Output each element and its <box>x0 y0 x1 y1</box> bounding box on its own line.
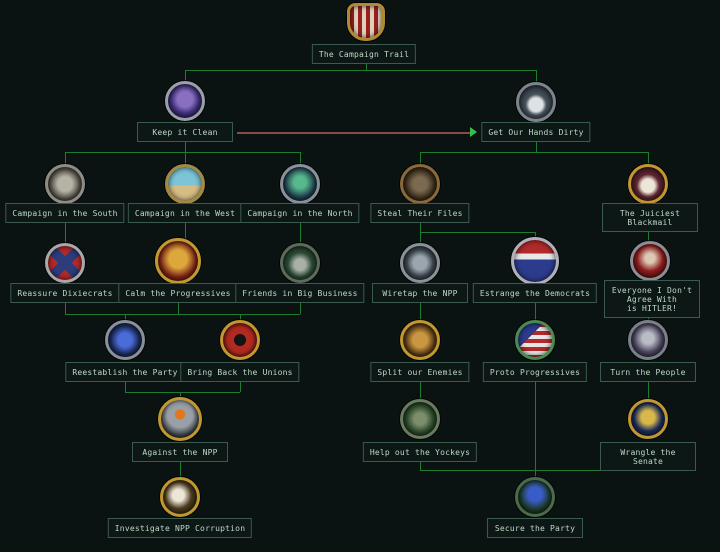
purple-robe-icon[interactable] <box>165 81 205 121</box>
prerequisite-connector-line <box>65 222 66 243</box>
prerequisite-connector-line <box>536 141 537 152</box>
focus-label-everyone_i_dont_agree_with_is_hitler[interactable]: Everyone I Don't Agree With is HITLER! <box>604 280 700 318</box>
crowd-icon[interactable] <box>628 320 668 360</box>
flag-fist-icon[interactable] <box>515 320 555 360</box>
focus-label-proto_progressives[interactable]: Proto Progressives <box>482 362 588 382</box>
prerequisite-connector-line <box>420 381 421 399</box>
prerequisite-connector-line <box>420 152 648 153</box>
focus-label-estrange_the_democrats[interactable]: Estrange the Democrats <box>472 283 598 303</box>
prerequisite-connector-line <box>420 470 648 471</box>
prerequisite-connector-line <box>125 314 126 320</box>
cracked-cookie-icon[interactable] <box>400 320 440 360</box>
focus-label-split_our_enemies[interactable]: Split our Enemies <box>370 362 470 382</box>
prerequisite-connector-line <box>420 232 535 233</box>
prerequisite-connector-line <box>65 314 300 315</box>
masked-face-icon[interactable] <box>516 82 556 122</box>
focus-label-wrangle_the_senate[interactable]: Wrangle the Senate <box>600 442 696 471</box>
prerequisite-connector-line <box>185 70 536 71</box>
prerequisite-connector-line <box>535 232 536 238</box>
prerequisite-connector-line <box>648 152 649 164</box>
prerequisite-connector-line <box>420 232 421 243</box>
prerequisite-connector-line <box>125 392 240 393</box>
prerequisite-connector-line <box>65 302 66 314</box>
handshake-icon[interactable] <box>280 243 320 283</box>
prerequisite-connector-line <box>535 381 536 470</box>
prerequisite-connector-line <box>535 302 536 320</box>
focus-label-the_juiciest_blackmail[interactable]: The Juiciest Blackmail <box>602 203 698 232</box>
focus-label-campaign_in_the_south[interactable]: Campaign in the South <box>5 203 125 223</box>
prerequisite-connector-line <box>178 302 179 314</box>
focus-label-investigate_npp_corruption[interactable]: Investigate NPP Corruption <box>107 518 253 538</box>
beach-palm-icon[interactable] <box>165 164 205 204</box>
green-figure-icon[interactable] <box>400 399 440 439</box>
focus-label-keep_it_clean[interactable]: Keep it Clean <box>137 122 233 142</box>
exclusive-connector-line <box>237 132 470 134</box>
black-cat-icon[interactable] <box>220 320 260 360</box>
prerequisite-connector-line <box>536 70 537 82</box>
focus-label-calm_the_progressives[interactable]: Calm the Progressives <box>118 283 238 303</box>
focus-label-reestablish_the_party[interactable]: Reestablish the Party <box>65 362 185 382</box>
focus-label-against_the_npp[interactable]: Against the NPP <box>132 442 228 462</box>
angry-orator-icon[interactable] <box>630 241 670 281</box>
focus-label-bring_back_the_unions[interactable]: Bring Back the Unions <box>180 362 300 382</box>
prerequisite-connector-line <box>300 152 301 164</box>
prerequisite-connector-line <box>185 141 186 152</box>
prerequisite-connector-line <box>240 314 241 320</box>
prerequisite-connector-line <box>535 470 536 477</box>
prerequisite-connector-line <box>420 461 421 470</box>
focus-label-reassure_dixiecrats[interactable]: Reassure Dixiecrats <box>10 283 120 303</box>
focus-label-turn_the_people[interactable]: Turn the People <box>600 362 696 382</box>
magnifying-glass-icon[interactable] <box>160 477 200 517</box>
focus-label-campaign_in_the_north[interactable]: Campaign in the North <box>240 203 360 223</box>
prerequisite-connector-line <box>125 381 126 392</box>
prerequisite-connector-line <box>648 381 649 399</box>
prerequisite-connector-line <box>420 302 421 320</box>
prerequisite-connector-line <box>185 152 186 164</box>
prerequisite-connector-line <box>185 222 186 241</box>
prerequisite-connector-line <box>300 222 301 243</box>
convention-badge-icon[interactable] <box>511 237 559 285</box>
focus-label-steal_their_files[interactable]: Steal Their Files <box>370 203 470 223</box>
striped-shield-icon[interactable] <box>347 3 385 41</box>
prerequisite-connector-line <box>65 152 300 153</box>
prerequisite-connector-line <box>366 62 367 70</box>
prerequisite-connector-line <box>300 302 301 314</box>
focus-label-wiretap_the_npp[interactable]: Wiretap the NPP <box>372 283 468 303</box>
focus-label-secure_the_party[interactable]: Secure the Party <box>487 518 583 538</box>
blue-donkey-icon[interactable] <box>105 320 145 360</box>
prerequisite-connector-line <box>185 70 186 81</box>
prerequisite-connector-line <box>240 381 241 392</box>
blue-flag-icon[interactable] <box>515 477 555 517</box>
focus-label-the_campaign_trail[interactable]: The Campaign Trail <box>311 44 417 64</box>
golden-moose-icon[interactable] <box>155 238 201 284</box>
prerequisite-connector-line <box>180 392 181 398</box>
wheat-wreath-icon[interactable] <box>45 164 85 204</box>
knight-plume-icon[interactable] <box>158 397 202 441</box>
envelope-icon[interactable] <box>628 164 668 204</box>
senate-eagle-icon[interactable] <box>628 399 668 439</box>
prerequisite-connector-line <box>420 152 421 164</box>
prerequisite-connector-line <box>65 152 66 164</box>
headphones-spy-icon[interactable] <box>400 243 440 283</box>
focus-label-get_our_hands_dirty[interactable]: Get Our Hands Dirty <box>481 122 591 142</box>
prerequisite-connector-line <box>180 461 181 477</box>
prerequisite-connector-line <box>420 222 421 232</box>
crossed-tools-icon[interactable] <box>400 164 440 204</box>
confederate-flag-icon[interactable] <box>45 243 85 283</box>
focus-label-campaign_in_the_west[interactable]: Campaign in the West <box>127 203 243 223</box>
focus-label-friends_in_big_business[interactable]: Friends in Big Business <box>235 283 365 303</box>
focus-label-help_out_the_yockeys[interactable]: Help out the Yockeys <box>362 442 478 462</box>
statue-of-liberty-icon[interactable] <box>280 164 320 204</box>
unlock-arrow-icon <box>470 127 477 137</box>
